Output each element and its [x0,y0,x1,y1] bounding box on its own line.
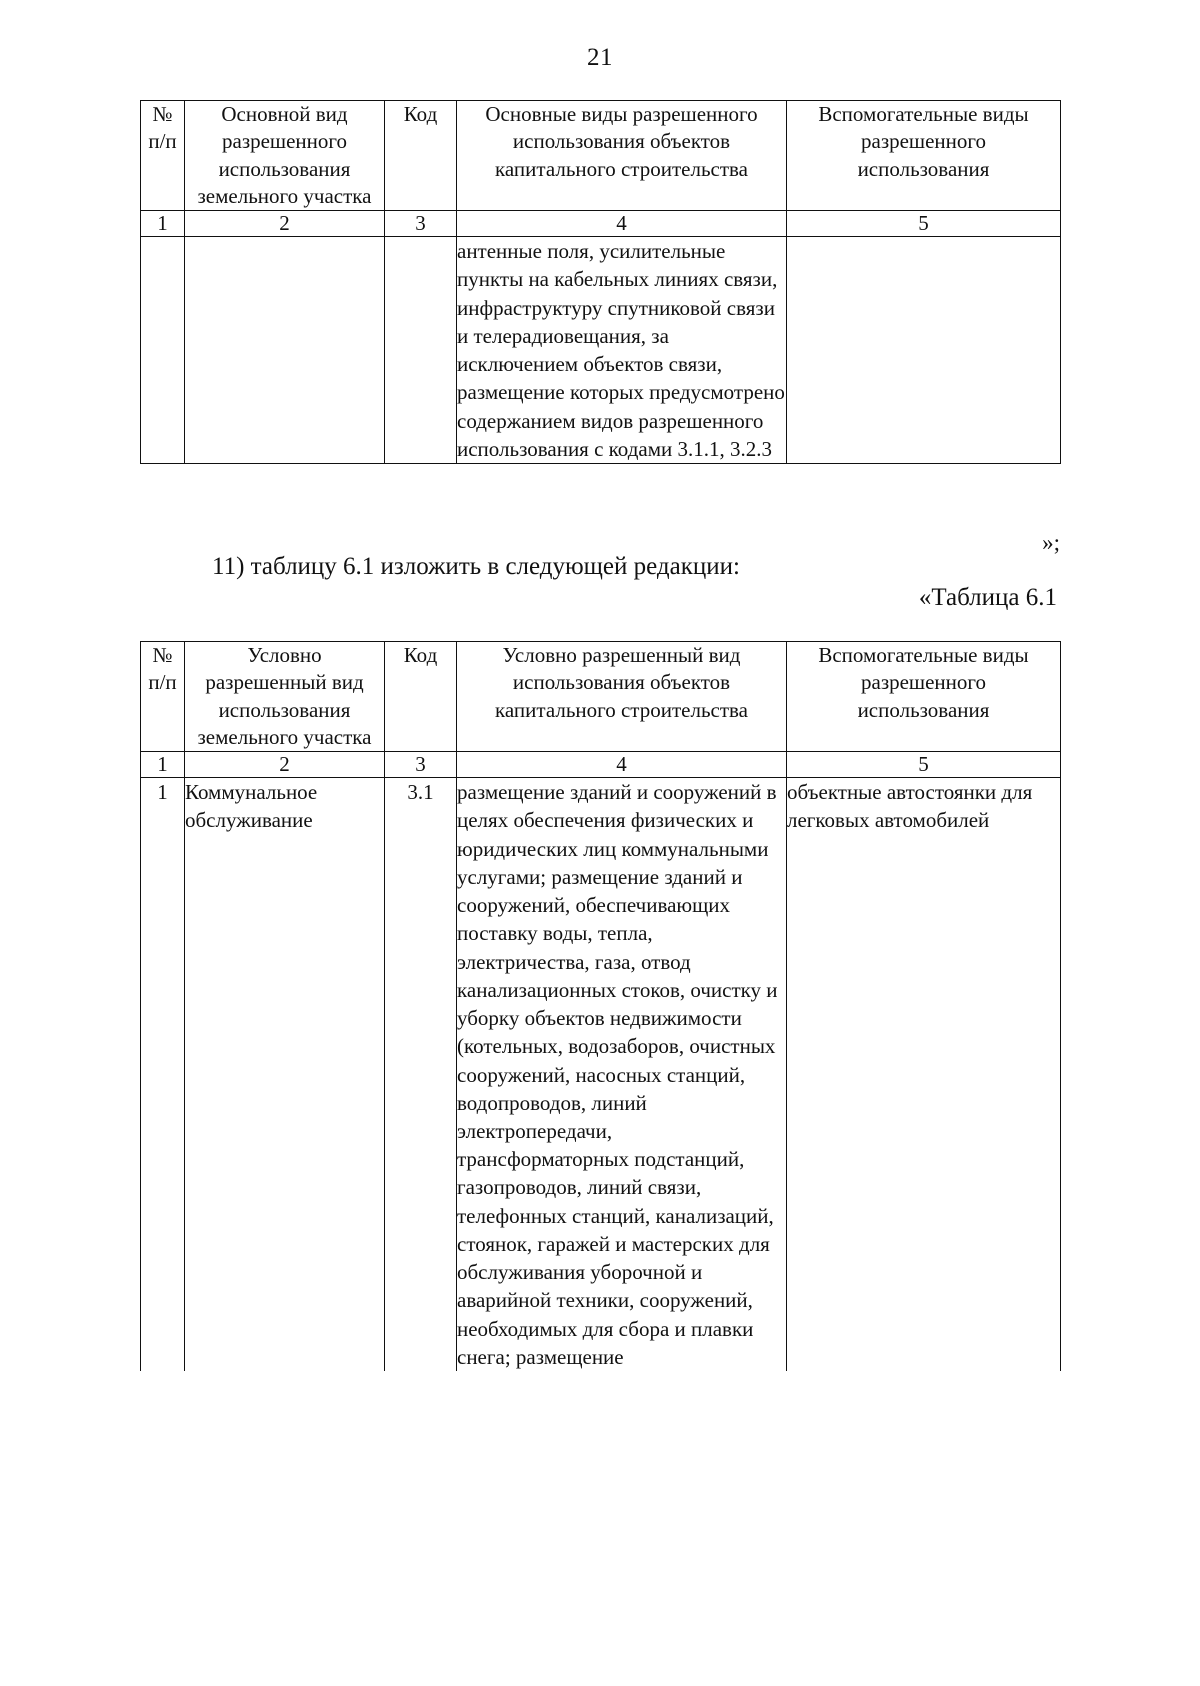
header-line: разрешенного [861,129,986,154]
column-number: 4 [456,210,787,238]
header-line: Код [403,643,438,667]
page-number: 21 [587,44,613,71]
column-number: 4 [456,751,787,779]
cell-code: 3.1 [384,777,457,1372]
cell-number [140,236,185,465]
conditionally-permitted-use-table: № п/п Условно разрешенный вид использова… [140,640,1061,1372]
cell-auxiliary-uses: объектные автостоянки для легковых автом… [786,777,1061,1372]
cell-number: 1 [140,777,185,1372]
table-row: 1 Коммунальное обслуживание 3.1 размещен… [140,777,1061,1372]
header-line: Код [403,102,438,126]
header-line: использования [857,156,990,181]
header-cell-number: № п/п [140,640,185,753]
header-line: земельного участка [197,183,372,208]
table-header-row: № п/п Условно разрешенный вид использова… [140,640,1061,753]
column-number: 1 [140,751,185,779]
column-number: 2 [184,210,385,238]
cell-land-use-type: Коммунальное обслуживание [184,777,385,1372]
header-cell-capital-construction: Условно разрешенный вид использования об… [456,640,787,753]
table-column-number-row: 1 2 3 4 5 [140,210,1061,238]
header-line: использования объектов [512,129,731,154]
header-line: капитального строительства [495,697,748,722]
header-line: использования [857,697,990,722]
header-line: Основные виды разрешенного [485,102,758,126]
permitted-use-table-continued: № п/п Основной вид разрешенного использо… [140,99,1061,465]
column-number: 2 [184,751,385,779]
table-row: антенные поля, усилительные пункты на ка… [140,236,1061,465]
header-line: разрешенный вид [205,670,364,695]
header-cell-auxiliary-uses: Вспомогательные виды разрешенного исполь… [786,640,1061,753]
clause-paragraph-11: 11) таблицу 6.1 изложить в следующей ред… [212,553,740,580]
cell-capital-construction: размещение зданий и сооружений в целях о… [456,777,787,1372]
column-number: 1 [140,210,185,238]
header-cell-auxiliary-uses: Вспомогательные виды разрешенного исполь… [786,99,1061,212]
closing-quote-mark: »; [1042,530,1060,555]
header-line: п/п [148,129,177,154]
header-line: п/п [148,670,177,695]
column-number: 3 [384,210,457,238]
header-line: разрешенного [222,129,347,154]
header-line: разрешенного [861,670,986,695]
header-cell-capital-construction: Основные виды разрешенного использования… [456,99,787,212]
header-line: использования [218,156,351,181]
header-line: использования [218,697,351,722]
header-line: № [152,102,173,126]
header-cell-land-use-type: Условно разрешенный вид использования зе… [184,640,385,753]
header-line: Вспомогательные виды [818,102,1029,126]
column-number: 5 [786,751,1061,779]
table-header-row: № п/п Основной вид разрешенного использо… [140,99,1061,212]
header-cell-land-use-type: Основной вид разрешенного использования … [184,99,385,212]
cell-capital-construction: антенные поля, усилительные пункты на ка… [456,236,787,465]
table-column-number-row: 1 2 3 4 5 [140,751,1061,779]
cell-code [384,236,457,465]
header-line: Основной вид [221,102,348,126]
header-cell-code: Код [384,99,457,212]
header-line: № [152,643,173,667]
table-caption-6-1: «Таблица 6.1 [918,584,1057,611]
header-line: Условно разрешенный вид [502,643,741,667]
header-line: использования объектов [512,670,731,695]
column-number: 5 [786,210,1061,238]
column-number: 3 [384,751,457,779]
header-line: земельного участка [197,724,372,749]
cell-auxiliary-uses [786,236,1061,465]
cell-land-use-type [184,236,385,465]
header-line: капитального строительства [495,156,748,181]
header-cell-number: № п/п [140,99,185,212]
header-line: Условно [247,643,322,667]
header-cell-code: Код [384,640,457,753]
header-line: Вспомогательные виды [818,643,1029,667]
